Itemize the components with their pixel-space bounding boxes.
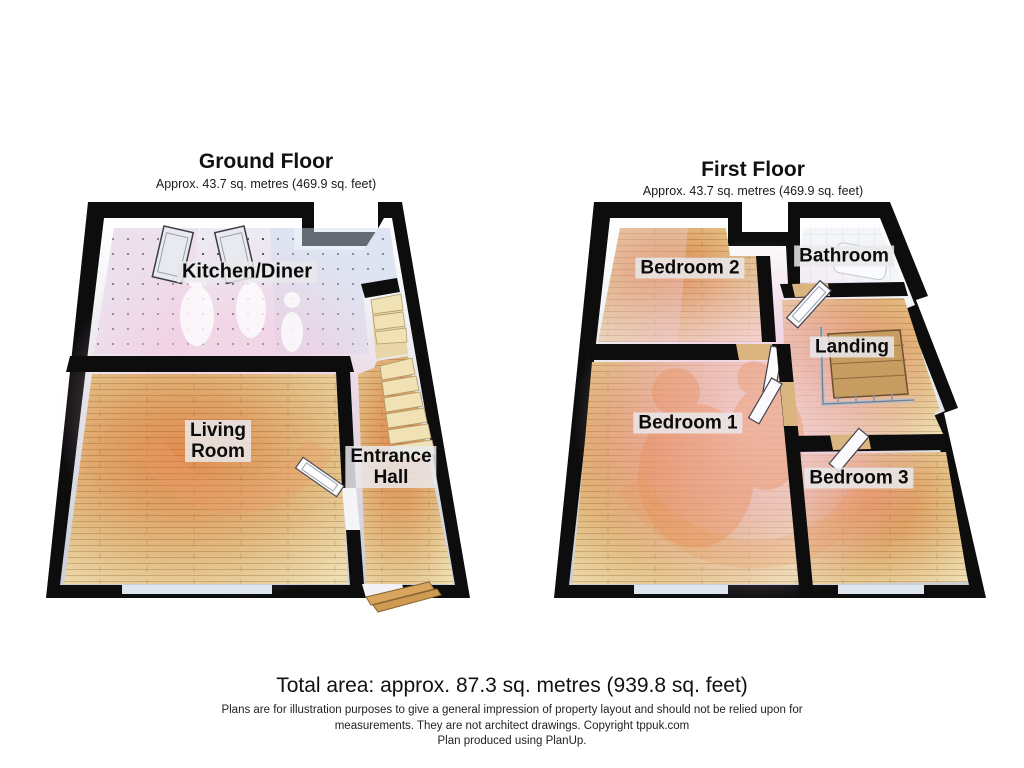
label-kitchen-diner: Kitchen/Diner — [176, 261, 318, 283]
first-floor-title: First Floor — [701, 158, 805, 181]
label-bedroom-3: Bedroom 3 — [804, 467, 914, 489]
first-floor-plan — [554, 202, 986, 603]
gf-hall-door-leaf — [294, 456, 345, 498]
ground-floor-plan — [46, 202, 470, 613]
gf-hall-door-opening — [342, 488, 360, 530]
ff-bedroom1-door-leaf — [747, 377, 783, 425]
ff-bath-door-leaf — [785, 279, 833, 329]
first-floor-subtitle: Approx. 43.7 sq. metres (469.9 sq. feet) — [642, 184, 864, 198]
ff-bedroom2-bottom-wall — [588, 344, 780, 360]
ff-bedroom1-door-opening — [780, 382, 798, 426]
gf-window — [122, 585, 272, 594]
ff-window-left — [634, 585, 728, 594]
ff-bedroom2-right-wall — [756, 256, 776, 342]
ground-floor-subtitle: Approx. 43.7 sq. metres (469.9 sq. feet) — [155, 177, 377, 191]
label-living-room: Living Room — [185, 420, 251, 462]
gf-stub-wall — [361, 278, 400, 298]
ff-window-right — [838, 585, 924, 594]
gf-living-floor — [64, 374, 348, 584]
disclaimer-text: Plans are for illustration purposes to g… — [0, 703, 1024, 750]
gf-outside-steps — [365, 581, 442, 613]
label-entrance-hall: Entrance Hall — [345, 446, 437, 488]
gf-hall-wall-lower — [346, 530, 364, 585]
disclaimer-line-3: Plan produced using PlanUp. — [437, 735, 587, 747]
label-bedroom-2: Bedroom 2 — [635, 257, 745, 279]
ff-bedroom2-door-opening — [736, 344, 775, 360]
disclaimer-line-1: Plans are for illustration purposes to g… — [221, 704, 803, 716]
label-landing: Landing — [810, 336, 894, 358]
disclaimer-line-2: measurements. They are not architect dra… — [334, 719, 690, 732]
total-area-text: Total area: approx. 87.3 sq. metres (939… — [276, 674, 748, 697]
ground-floor-title: Ground Floor — [198, 150, 334, 173]
label-bathroom: Bathroom — [794, 245, 894, 267]
gf-mid-wall — [66, 356, 354, 372]
label-bedroom-1: Bedroom 1 — [633, 412, 743, 434]
